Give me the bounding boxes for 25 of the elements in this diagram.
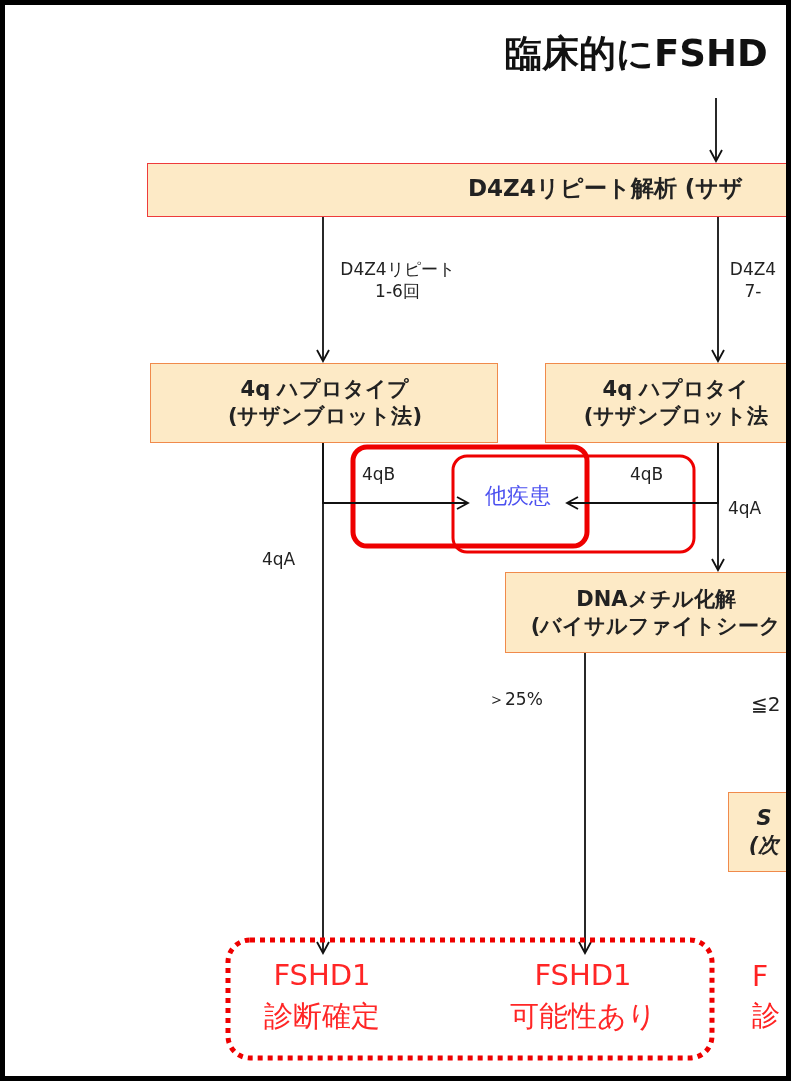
arrow xyxy=(578,652,592,954)
arrow xyxy=(709,97,723,162)
box-text: DNAメチル化解 (バイサルファイトシーク xyxy=(529,585,783,640)
outcome-text: FSHD1 可能性あり xyxy=(508,957,658,1035)
edge-label: 4qA xyxy=(728,497,763,520)
note-text: F 診 xyxy=(752,959,781,1035)
note-text: ≦2 xyxy=(751,691,782,718)
box-text: D4Z4リピート解析 (サザ xyxy=(468,174,744,203)
outcome-text: FSHD1 診断確定 xyxy=(263,957,381,1035)
arrow xyxy=(711,216,725,362)
edge-label: 4qB xyxy=(362,463,397,486)
box-text: 4q ハプロタイプ (サザンブロット法) xyxy=(226,375,424,430)
arrow xyxy=(316,216,330,362)
box-text: 4q ハプロタイ (サザンブロット法 xyxy=(582,375,770,430)
edge-label: D4Z4リピート 1-6回 xyxy=(339,258,456,303)
edge-label: D4Z4 7- xyxy=(728,258,778,303)
process-box xyxy=(150,363,498,443)
edge-label: 4qB xyxy=(630,463,665,486)
arrow xyxy=(711,442,725,571)
arrow xyxy=(316,442,330,954)
edge-label: ＞25% xyxy=(488,688,544,711)
title: 臨床的にFSHD xyxy=(505,31,768,77)
box-text: S (次 xyxy=(747,804,781,859)
outcome-text: 他疾患 xyxy=(483,482,552,510)
edge-label: 4qA xyxy=(262,548,297,571)
